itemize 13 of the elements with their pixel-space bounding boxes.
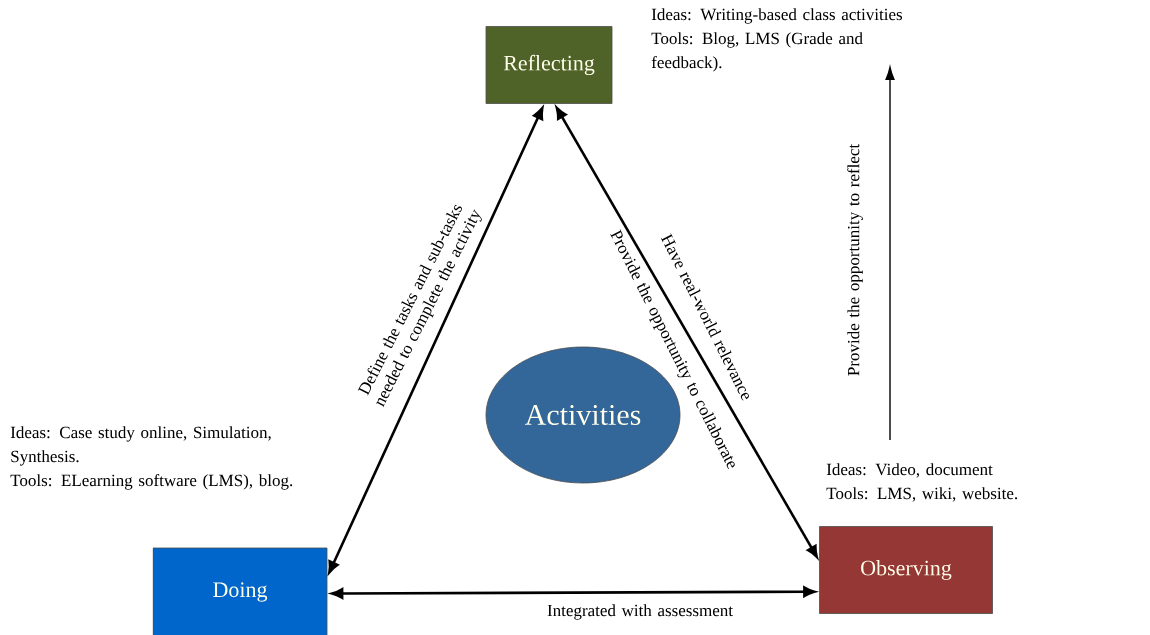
- note-text: Ideas: Video, document: [826, 463, 993, 478]
- process-box: Doing: [152, 547, 328, 635]
- arrow: [555, 106, 818, 558]
- note-text: Tools: LMS, wiki, website.: [826, 487, 1018, 502]
- note-text: Tools: Blog, LMS (Grade and feedback).: [651, 32, 863, 72]
- line-label: Provide the opportunity to reflect: [847, 143, 863, 376]
- note-text: Tools: ELearning software (LMS), blog.: [10, 474, 293, 490]
- note-text: Ideas: Writing-based class activities: [651, 8, 903, 24]
- process-box: Reflecting: [485, 26, 613, 104]
- process-box: Observing: [819, 526, 993, 614]
- edge-label: Integrated with assessment: [547, 604, 733, 620]
- note-text: Ideas: Case study online, Simulation, Synthesis.: [10, 426, 271, 466]
- arrow: [328, 107, 544, 574]
